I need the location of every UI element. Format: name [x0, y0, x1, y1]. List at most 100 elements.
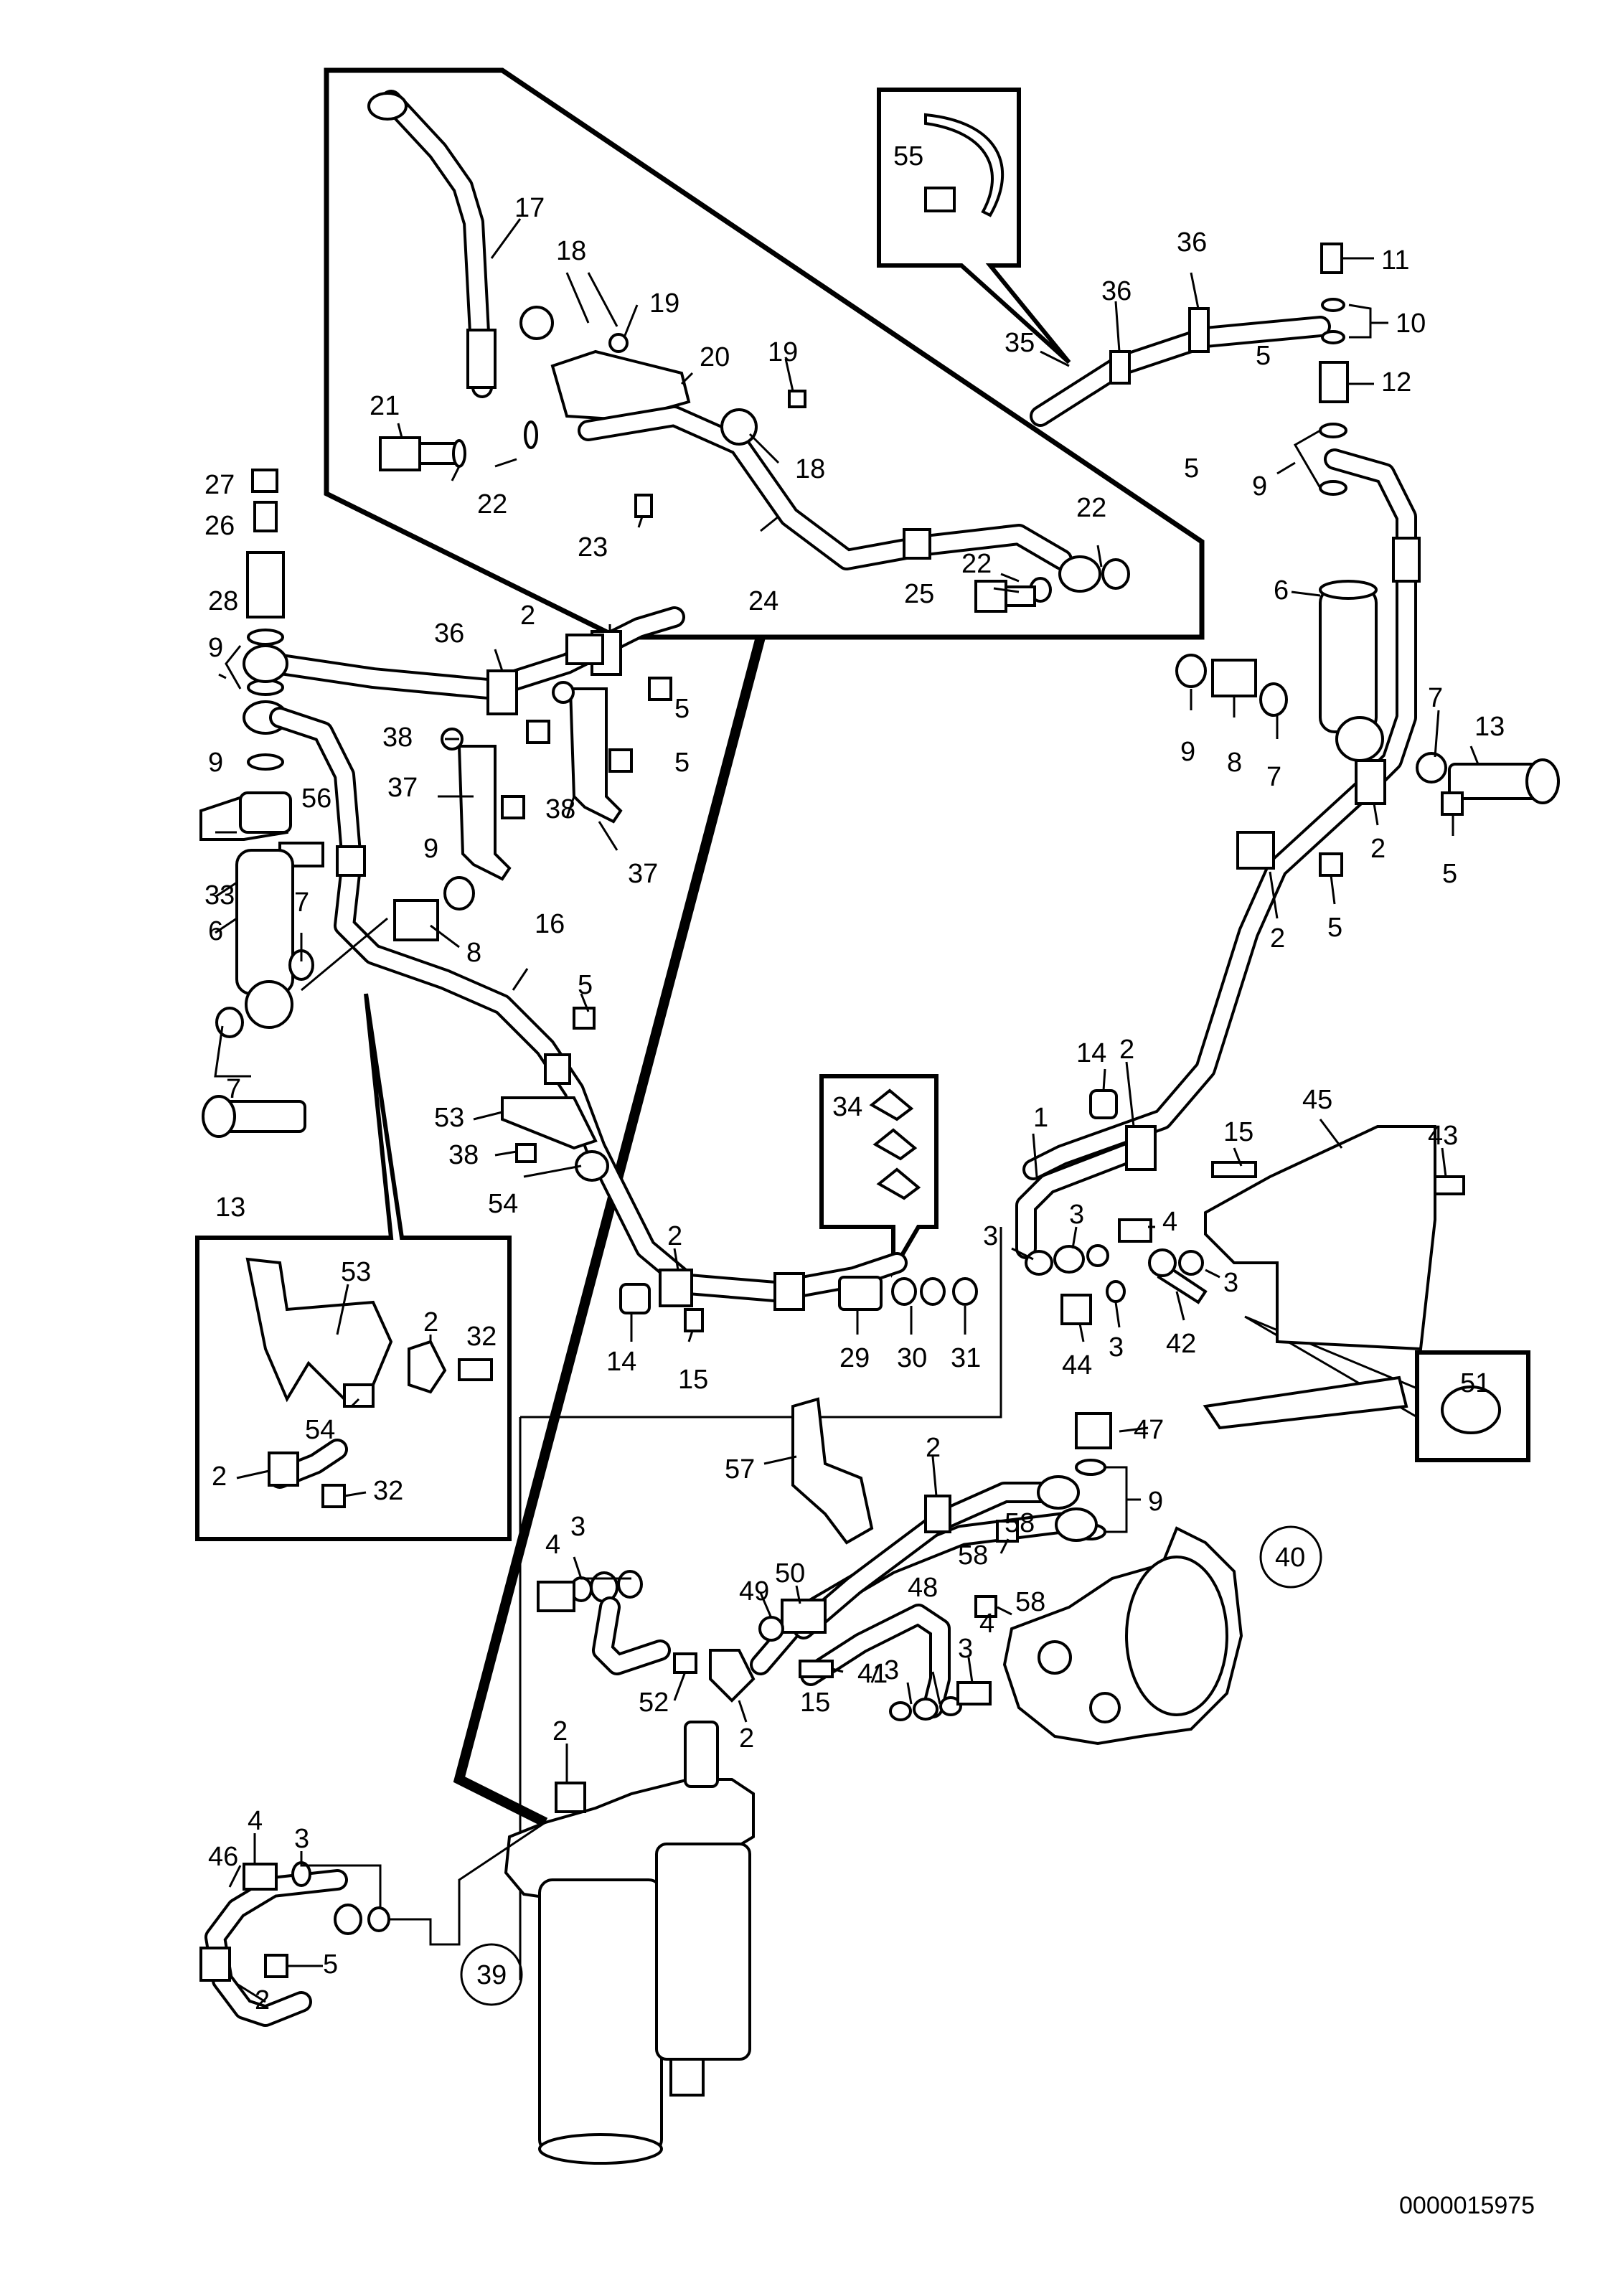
banjo-eye-right — [1335, 716, 1384, 762]
callout-22: 22 — [961, 549, 992, 579]
screw-19b — [788, 390, 806, 408]
washer-3b — [1053, 1245, 1085, 1274]
banjo-eye-pump-b — [1055, 1507, 1098, 1542]
callout-6: 6 — [1274, 575, 1289, 606]
hose-ferrule-17 — [466, 329, 497, 389]
screw-48 — [974, 1595, 997, 1618]
bracket-53a — [501, 1096, 598, 1150]
left-hose-assembly — [199, 469, 978, 1332]
callout-5: 5 — [1184, 453, 1199, 484]
banjo-eye-left-a — [243, 644, 288, 683]
callout-22: 22 — [1076, 493, 1106, 523]
washer-3k — [617, 1570, 643, 1599]
washer-9j — [247, 753, 284, 771]
clip-34 — [869, 1088, 921, 1200]
spacer-14b — [619, 1283, 651, 1314]
callout-42: 42 — [1166, 1329, 1196, 1359]
callout-17: 17 — [514, 193, 545, 223]
callout-2: 2 — [212, 1462, 227, 1492]
callout-9: 9 — [208, 633, 223, 663]
callout-34: 34 — [832, 1092, 862, 1122]
detail-frame-55 — [877, 88, 1071, 364]
callout-9: 9 — [1148, 1487, 1163, 1517]
callout-58: 58 — [958, 1540, 988, 1571]
bolt-15c — [799, 1660, 834, 1678]
fitting-50 — [781, 1599, 827, 1634]
clamp-18b — [720, 408, 758, 446]
drain-valve — [669, 2058, 705, 2097]
callout-3: 3 — [1069, 1200, 1084, 1230]
filter-canister-small — [655, 1843, 751, 2061]
pump-port-a — [1038, 1640, 1072, 1675]
callout-24: 24 — [748, 586, 778, 616]
bracket-rail — [1203, 1375, 1408, 1430]
detail-hose-assembly — [367, 90, 1130, 613]
callout-2: 2 — [1370, 834, 1386, 864]
washer-9a — [1319, 423, 1347, 438]
cap-27 — [251, 469, 278, 493]
washer-9f — [1075, 1459, 1106, 1476]
callout-38: 38 — [545, 794, 575, 824]
washer-3g — [913, 1698, 938, 1721]
screw-5f — [608, 748, 633, 773]
screw-52 — [673, 1652, 697, 1674]
pump-flange — [1125, 1556, 1228, 1716]
bolt-32a — [458, 1358, 493, 1381]
callout-10: 10 — [1396, 309, 1426, 339]
callout-2: 2 — [1119, 1035, 1134, 1065]
callout-36: 36 — [434, 618, 464, 649]
hose-ferrule-16a — [336, 845, 366, 877]
callout-8: 8 — [466, 938, 481, 968]
connector-51 — [1441, 1385, 1501, 1434]
callout-labels: 17 18 19 19 20 21 18 22 23 24 22 22 25 5… — [204, 141, 1505, 2015]
callout-16: 16 — [535, 909, 565, 939]
frames — [195, 67, 1530, 1980]
hose-ferrule-upper — [565, 634, 604, 665]
callout-5: 5 — [578, 970, 593, 1000]
clamp-18a — [519, 306, 554, 340]
callout-30: 30 — [897, 1343, 927, 1373]
banjo-eye-left-c — [245, 980, 293, 1029]
callout-18: 18 — [795, 454, 825, 484]
screw-5j — [648, 677, 672, 701]
clamp-2k — [199, 1947, 231, 1982]
callout-2: 2 — [739, 1723, 754, 1754]
callout-11: 11 — [1381, 245, 1409, 276]
callout-19: 19 — [649, 288, 679, 319]
callout-15: 15 — [1223, 1117, 1253, 1147]
callout-2: 2 — [520, 601, 535, 631]
left-bracket-detail — [245, 1257, 493, 1508]
callout-36: 36 — [1101, 276, 1132, 306]
ref-circle-40 — [1259, 1525, 1322, 1589]
washer-3m — [334, 1904, 362, 1935]
callout-49: 49 — [739, 1576, 769, 1606]
callout-55: 55 — [893, 141, 923, 171]
clamp-bracket-2i — [709, 1649, 756, 1703]
callout-6: 6 — [208, 916, 223, 946]
callout-48: 48 — [908, 1573, 938, 1603]
callout-57: 57 — [725, 1454, 755, 1485]
hose-ferrule-16b — [773, 1272, 805, 1311]
banjo-bolt-21 — [379, 436, 421, 471]
callout-8: 8 — [1227, 748, 1242, 778]
bolt-15b — [684, 1308, 704, 1332]
washer-3a — [1025, 1250, 1053, 1276]
clamp-2a — [1355, 759, 1386, 805]
filter-cap — [684, 1721, 719, 1788]
spacer-14a — [1089, 1089, 1118, 1119]
bolt-4d — [243, 1863, 278, 1891]
union-8b — [393, 899, 439, 941]
right-hose-assembly — [924, 113, 1560, 1540]
callout-54: 54 — [305, 1415, 335, 1445]
callout-5: 5 — [674, 694, 690, 724]
callout-7: 7 — [294, 888, 309, 918]
banjo-eye-pump-a — [1037, 1475, 1080, 1510]
hose-ferrule-24 — [903, 528, 931, 560]
callout-22: 22 — [477, 489, 507, 519]
callout-3: 3 — [1109, 1332, 1124, 1363]
callout-3: 3 — [570, 1512, 585, 1542]
leader-lines — [214, 218, 1479, 2003]
bolt-32b — [321, 1484, 346, 1508]
screw-5e — [526, 720, 550, 744]
